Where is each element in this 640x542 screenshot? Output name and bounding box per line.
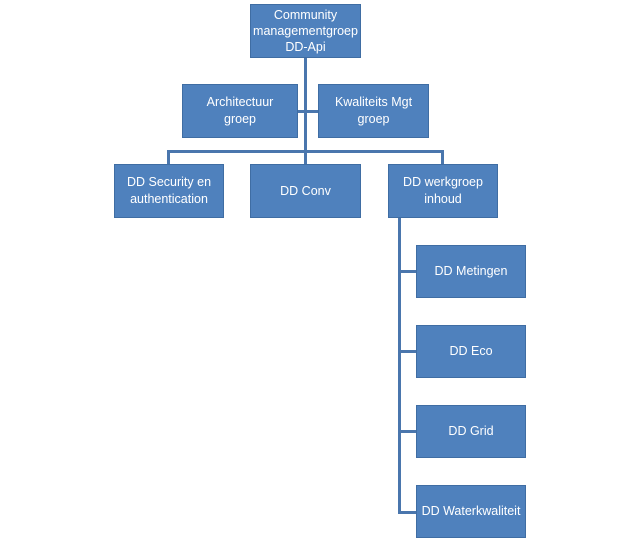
connector-drop-inhoud — [441, 150, 444, 165]
node-dd-security-en-authentication: DD Security en authentication — [114, 164, 224, 218]
node-dd-werkgroep-inhoud: DD werkgroep inhoud — [388, 164, 498, 218]
node-kwaliteits-mgt-groep: Kwaliteits Mgt groep — [318, 84, 429, 138]
node-dd-waterkwaliteit: DD Waterkwaliteit — [416, 485, 526, 538]
node-dd-grid: DD Grid — [416, 405, 526, 458]
node-label-line: DD-Api — [285, 40, 326, 54]
connector-tick-eco — [398, 350, 416, 353]
node-label-line: Community — [273, 8, 338, 22]
node-label-line: authentication — [130, 192, 208, 206]
node-dd-metingen: DD Metingen — [416, 245, 526, 298]
node-label-line: DD werkgroep — [403, 175, 483, 189]
node-label-line: Kwaliteits Mgt — [334, 95, 413, 109]
connector-drop-security — [167, 150, 170, 165]
node-architectuur-groep: Architectuur groep — [182, 84, 298, 138]
connector-inhoud-spine — [398, 218, 401, 514]
node-label-line: DD Metingen — [434, 264, 508, 278]
node-label-line: managementgroep — [253, 24, 358, 38]
node-dd-conv: DD Conv — [250, 164, 361, 218]
node-label-line: DD Security en — [126, 175, 212, 189]
node-label-line: inhoud — [424, 192, 462, 206]
connector-tick-grid — [398, 430, 416, 433]
connector-drop-conv — [304, 150, 307, 165]
connector-tick-waterkwaliteit — [398, 511, 416, 514]
node-label-line: Architectuur — [206, 95, 274, 109]
node-dd-eco: DD Eco — [416, 325, 526, 378]
connector-staff-branch — [298, 110, 318, 113]
node-label-line: DD Waterkwaliteit — [421, 504, 521, 518]
node-label-line: DD Eco — [449, 344, 493, 358]
node-label-line: DD Grid — [448, 424, 494, 438]
node-community-managementgroep: Community managementgroep DD-Api — [250, 4, 361, 58]
connector-tick-metingen — [398, 270, 416, 273]
node-label-line: groep — [357, 112, 390, 126]
node-label-line: DD Conv — [280, 183, 331, 198]
node-label-line: groep — [224, 112, 256, 126]
connector-root-trunk — [304, 56, 307, 152]
